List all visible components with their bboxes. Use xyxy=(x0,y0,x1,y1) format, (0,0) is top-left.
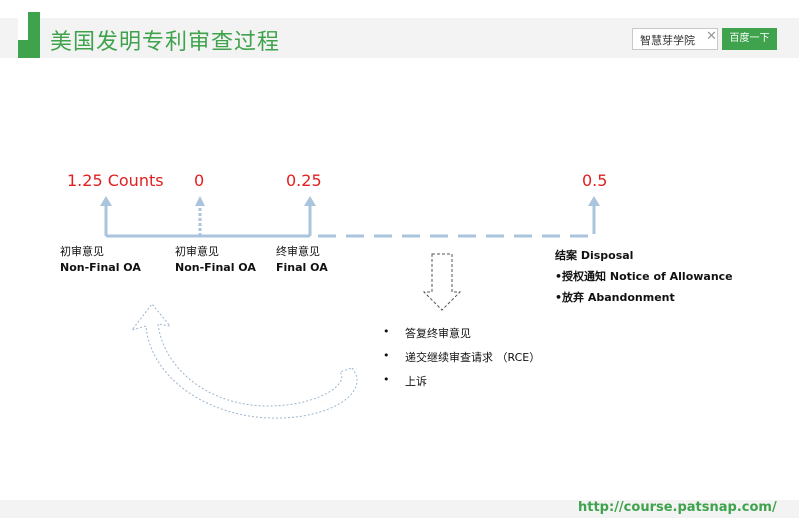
stage-label-cn: 终审意见 xyxy=(276,245,320,258)
stage-label-cn: 初审意见 xyxy=(175,245,219,258)
bullet-icon: • xyxy=(383,325,390,338)
down-arrow-hollow xyxy=(422,253,462,311)
arrowhead-stage-2 xyxy=(195,196,205,206)
stage-label-en: Final OA xyxy=(276,261,328,274)
bullet-icon: • xyxy=(383,373,390,386)
count-label: 0 xyxy=(194,171,205,190)
stage-label-en: Non-Final OA xyxy=(175,261,256,274)
bullet-icon: • xyxy=(383,349,390,362)
response-item: 上诉 xyxy=(405,375,427,388)
arrowhead-disposal xyxy=(588,196,600,206)
title-accent-cutout xyxy=(18,12,28,40)
disposal-item: •放弃 Abandonment xyxy=(555,291,675,304)
footer-url[interactable]: http://course.patsnap.com/ xyxy=(578,500,777,515)
stage-label-en: Non-Final OA xyxy=(60,261,141,274)
stage-label: 初审意见 Non-Final OA xyxy=(175,244,256,276)
disposal-block: 结案 Disposal •授权通知 Notice of Allowance •放… xyxy=(555,245,733,308)
search-button[interactable]: 百度一下 xyxy=(722,28,777,50)
response-item: 答复终审意见 xyxy=(405,327,471,340)
close-icon[interactable]: ✕ xyxy=(706,29,717,44)
return-arrow-curve xyxy=(130,303,358,419)
stage-label: 初审意见 Non-Final OA xyxy=(60,244,141,276)
page-title: 美国发明专利审查过程 xyxy=(50,30,281,55)
search-input[interactable] xyxy=(632,28,718,50)
stage-label: 终审意见 Final OA xyxy=(276,244,328,276)
arrowhead-stage-1 xyxy=(100,196,112,206)
arrowhead-stage-3 xyxy=(304,196,316,206)
count-label: 0.25 xyxy=(286,171,322,190)
response-item: 递交继续审查请求 （RCE） xyxy=(405,351,541,364)
footer-bar xyxy=(0,500,799,518)
count-label: 0.5 xyxy=(582,171,608,190)
count-label: 1.25 Counts xyxy=(67,171,164,190)
stage-label-cn: 初审意见 xyxy=(60,245,104,258)
disposal-item: •授权通知 Notice of Allowance xyxy=(555,270,733,283)
disposal-title: 结案 Disposal xyxy=(555,249,634,262)
search-input-value: 智慧芽学院 xyxy=(640,34,695,47)
